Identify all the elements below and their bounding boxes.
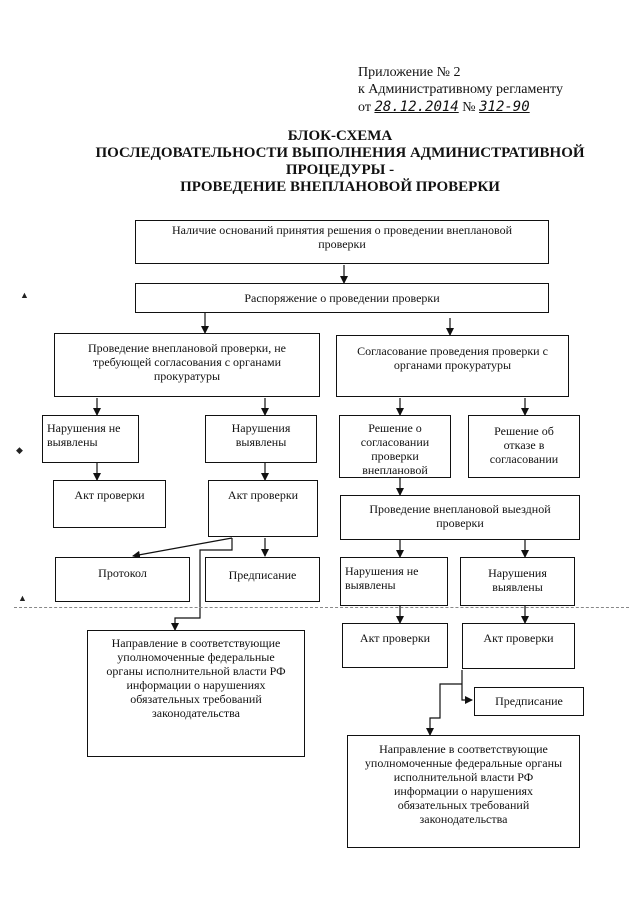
box-left-direction: Направление в соответствующие уполномоче… [87, 630, 305, 757]
box-line: внеплановой [362, 463, 428, 477]
box-line: обязательных требований [130, 692, 262, 706]
scan-mark-2: ◆ [16, 445, 23, 455]
box-left-act-1: Акт проверки [53, 480, 166, 528]
box-line: уполномоченные федеральные [117, 650, 275, 664]
box-line: Проведение внеплановой проверки, не [88, 341, 286, 355]
box-right-no-violations: Нарушения не выявлены [340, 557, 448, 606]
box-line: отказе в [503, 438, 545, 452]
box-line: прокуратуры [153, 369, 221, 383]
box-line: исполнительной власти РФ [393, 770, 534, 784]
box-no-approval: Проведение внеплановой проверки, не треб… [54, 333, 320, 397]
box-line: Предписание [495, 694, 563, 708]
box-decision-approved: Решение о согласовании проверки внеплано… [339, 415, 451, 478]
box-line: Нарушения не [345, 564, 419, 578]
box-line: выявлены [235, 435, 287, 449]
scan-mark-1: ▲ [20, 290, 29, 300]
box-line: согласовании [489, 452, 559, 466]
box-line: Распоряжение о проведении проверки [244, 291, 440, 305]
box-line: проверки [371, 449, 419, 463]
box-line: Согласование проведения проверки с [357, 344, 548, 358]
box-line: Направление в соответствующие [379, 742, 548, 756]
arrow-act-protocol [132, 537, 233, 559]
box-protocol: Протокол [55, 557, 190, 602]
box-line: Протокол [98, 566, 147, 580]
title-line-4: ПРОВЕДЕНИЕ ВНЕПЛАНОВОЙ ПРОВЕРКИ [180, 179, 500, 195]
box-decision-refused: Решение об отказе в согласовании [468, 415, 580, 478]
box-right-violations: Нарушения выявлены [460, 557, 575, 606]
arrow-ract-order [461, 670, 473, 704]
scan-dashed-line [14, 607, 629, 608]
box-line: требующей согласования с органами [92, 355, 282, 369]
box-line: проверки [318, 237, 366, 251]
box-line: законодательства [152, 706, 240, 720]
box-line: Акт проверки [359, 631, 431, 645]
appendix-number: Приложение № 2 [358, 65, 461, 80]
box-left-act-2: Акт проверки [208, 480, 318, 537]
box-line: выявлены [47, 435, 98, 449]
title-line-1: БЛОК-СХЕМА [287, 128, 393, 144]
box-right-act-2: Акт проверки [462, 623, 575, 669]
box-line: Нарушения [231, 421, 291, 435]
number-label: № [462, 100, 476, 115]
box-line: Проведение внеплановой выездной [369, 502, 551, 516]
arrow-act-direction [171, 538, 233, 631]
box-line: уполномоченные федеральные органы [364, 756, 563, 770]
box-line: Акт проверки [74, 488, 145, 502]
appendix-regulation: к Административному регламенту [358, 82, 563, 97]
box-left-no-violations: Нарушения не выявлены [42, 415, 139, 463]
box-line: органы исполнительной власти РФ [106, 664, 286, 678]
document-title: БЛОК-СХЕМА ПОСЛЕДОВАТЕЛЬНОСТИ ВЫПОЛНЕНИЯ… [60, 128, 620, 196]
box-order: Распоряжение о проведении проверки [135, 283, 549, 313]
box-line: Нарушения не [47, 421, 121, 435]
box-line: Акт проверки [227, 488, 299, 502]
box-right-direction: Направление в соответствующие уполномоче… [347, 735, 580, 848]
box-line: Решение о [368, 421, 422, 435]
box-line: Наличие оснований принятия решения о про… [171, 223, 513, 237]
box-line: законодательства [419, 812, 508, 826]
box-line: Акт проверки [483, 631, 554, 645]
box-line: обязательных требований [397, 798, 530, 812]
box-line: органами прокуратуры [393, 358, 512, 372]
box-line: информации о нарушениях [126, 678, 266, 692]
box-line: согласовании [360, 435, 430, 449]
from-label: от [358, 100, 371, 115]
box-line: информации о нарушениях [393, 784, 534, 798]
title-line-2: ПОСЛЕДОВАТЕЛЬНОСТИ ВЫПОЛНЕНИЯ АДМИНИСТРА… [95, 145, 585, 161]
box-line: выявлены [345, 578, 396, 592]
box-line: Направление в соответствующие [111, 636, 281, 650]
box-line: проверки [436, 516, 484, 530]
scan-mark-3: ▲ [18, 593, 27, 603]
title-line-3: ПРОЦЕДУРЫ - [285, 162, 395, 178]
appendix-date-number: от 28.12.2014 № 312-90 [358, 98, 530, 117]
box-line: Нарушения [488, 566, 547, 580]
box-approval: Согласование проведения проверки с орган… [336, 335, 569, 397]
box-line: выявлены [492, 580, 543, 594]
box-left-violations: Нарушения выявлены [205, 415, 317, 463]
handwritten-number: 312-90 [479, 99, 530, 115]
box-onsite-inspection: Проведение внеплановой выездной проверки [340, 495, 580, 540]
arrow-ract-direction [426, 683, 462, 736]
box-left-prescription: Предписание [205, 557, 320, 602]
handwritten-date: 28.12.2014 [374, 99, 459, 115]
box-right-prescription: Предписание [474, 687, 584, 716]
box-right-act-1: Акт проверки [342, 623, 448, 668]
box-line: Решение об [494, 424, 554, 438]
box-grounds: Наличие оснований принятия решения о про… [135, 220, 549, 264]
box-line: Предписание [228, 568, 297, 582]
